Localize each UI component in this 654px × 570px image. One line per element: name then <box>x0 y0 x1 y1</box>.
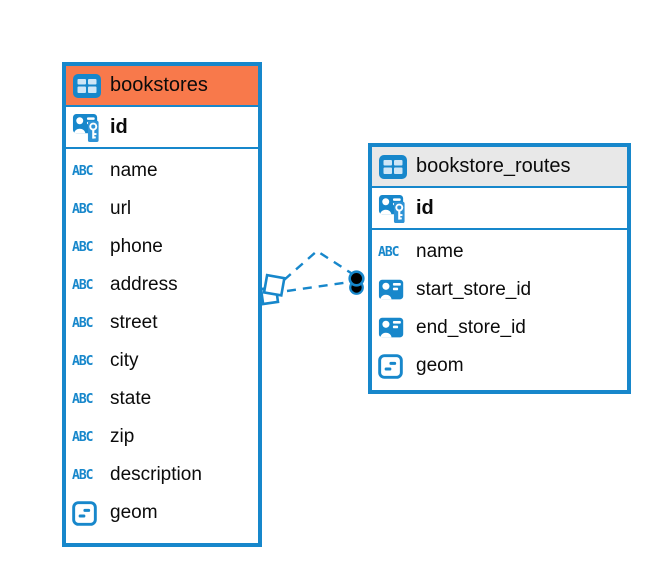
column-row-state[interactable]: ABC state <box>66 380 258 418</box>
column-label: state <box>110 388 152 409</box>
table-icon <box>73 74 101 98</box>
column-row-geom[interactable]: geom <box>66 494 258 532</box>
column-row-end-store-id[interactable]: end_store_id <box>372 309 627 347</box>
column-row-id[interactable]: id <box>66 107 258 149</box>
column-label: id <box>416 196 434 219</box>
diamond-marker-front[interactable] <box>262 273 286 297</box>
column-label: phone <box>110 236 163 257</box>
column-row-start-store-id[interactable]: start_store_id <box>372 271 627 309</box>
text-type-icon: ABC <box>72 277 93 293</box>
column-row-city[interactable]: ABC city <box>66 342 258 380</box>
primary-key-icon <box>378 193 407 224</box>
entity-title: bookstores <box>110 74 208 96</box>
column-label: name <box>110 160 158 181</box>
circle-marker-front[interactable] <box>348 270 365 287</box>
column-row-name[interactable]: ABC name <box>372 233 627 271</box>
column-list: ABC name ABC url ABC phone ABC address A… <box>66 149 258 532</box>
column-label: city <box>110 350 139 371</box>
text-type-icon: ABC <box>378 244 399 260</box>
reference-icon <box>378 314 406 342</box>
text-type-icon: ABC <box>72 315 93 331</box>
text-type-icon: ABC <box>72 201 93 217</box>
entity-bookstores-header[interactable]: bookstores <box>66 66 258 107</box>
column-row-street[interactable]: ABC street <box>66 304 258 342</box>
text-type-icon: ABC <box>72 239 93 255</box>
table-icon <box>379 155 407 179</box>
column-label: start_store_id <box>416 279 532 300</box>
geometry-type-icon <box>72 501 97 526</box>
entity-bookstores[interactable]: bookstores id ABC name ABC url ABC phone… <box>62 62 262 547</box>
relationship-line-upper[interactable] <box>283 249 352 281</box>
text-type-icon: ABC <box>72 467 93 483</box>
column-label: id <box>110 115 128 138</box>
column-label: zip <box>110 426 135 447</box>
relationship-line-lower[interactable] <box>286 280 351 293</box>
primary-key-icon <box>72 112 101 143</box>
text-type-icon: ABC <box>72 391 93 407</box>
column-row-address[interactable]: ABC address <box>66 266 258 304</box>
column-label: name <box>416 241 464 262</box>
entity-title: bookstore_routes <box>416 155 571 177</box>
column-row-geom[interactable]: geom <box>372 347 627 385</box>
geometry-type-icon <box>378 354 403 379</box>
column-row-zip[interactable]: ABC zip <box>66 418 258 456</box>
entity-bookstore-routes-header[interactable]: bookstore_routes <box>372 147 627 188</box>
column-row-name[interactable]: ABC name <box>66 152 258 190</box>
column-label: geom <box>416 355 464 376</box>
column-row-description[interactable]: ABC description <box>66 456 258 494</box>
column-row-id[interactable]: id <box>372 188 627 230</box>
text-type-icon: ABC <box>72 429 93 445</box>
column-row-url[interactable]: ABC url <box>66 190 258 228</box>
column-label: address <box>110 274 178 295</box>
entity-bookstore-routes[interactable]: bookstore_routes id ABC name start_store… <box>368 143 631 394</box>
text-type-icon: ABC <box>72 353 93 369</box>
reference-icon <box>378 276 406 304</box>
column-label: street <box>110 312 158 333</box>
column-label: description <box>110 464 202 485</box>
column-label: end_store_id <box>416 317 526 338</box>
text-type-icon: ABC <box>72 163 93 179</box>
column-label: geom <box>110 502 158 523</box>
column-list: ABC name start_store_id end_store_id geo… <box>372 230 627 385</box>
column-label: url <box>110 198 132 219</box>
column-row-phone[interactable]: ABC phone <box>66 228 258 266</box>
